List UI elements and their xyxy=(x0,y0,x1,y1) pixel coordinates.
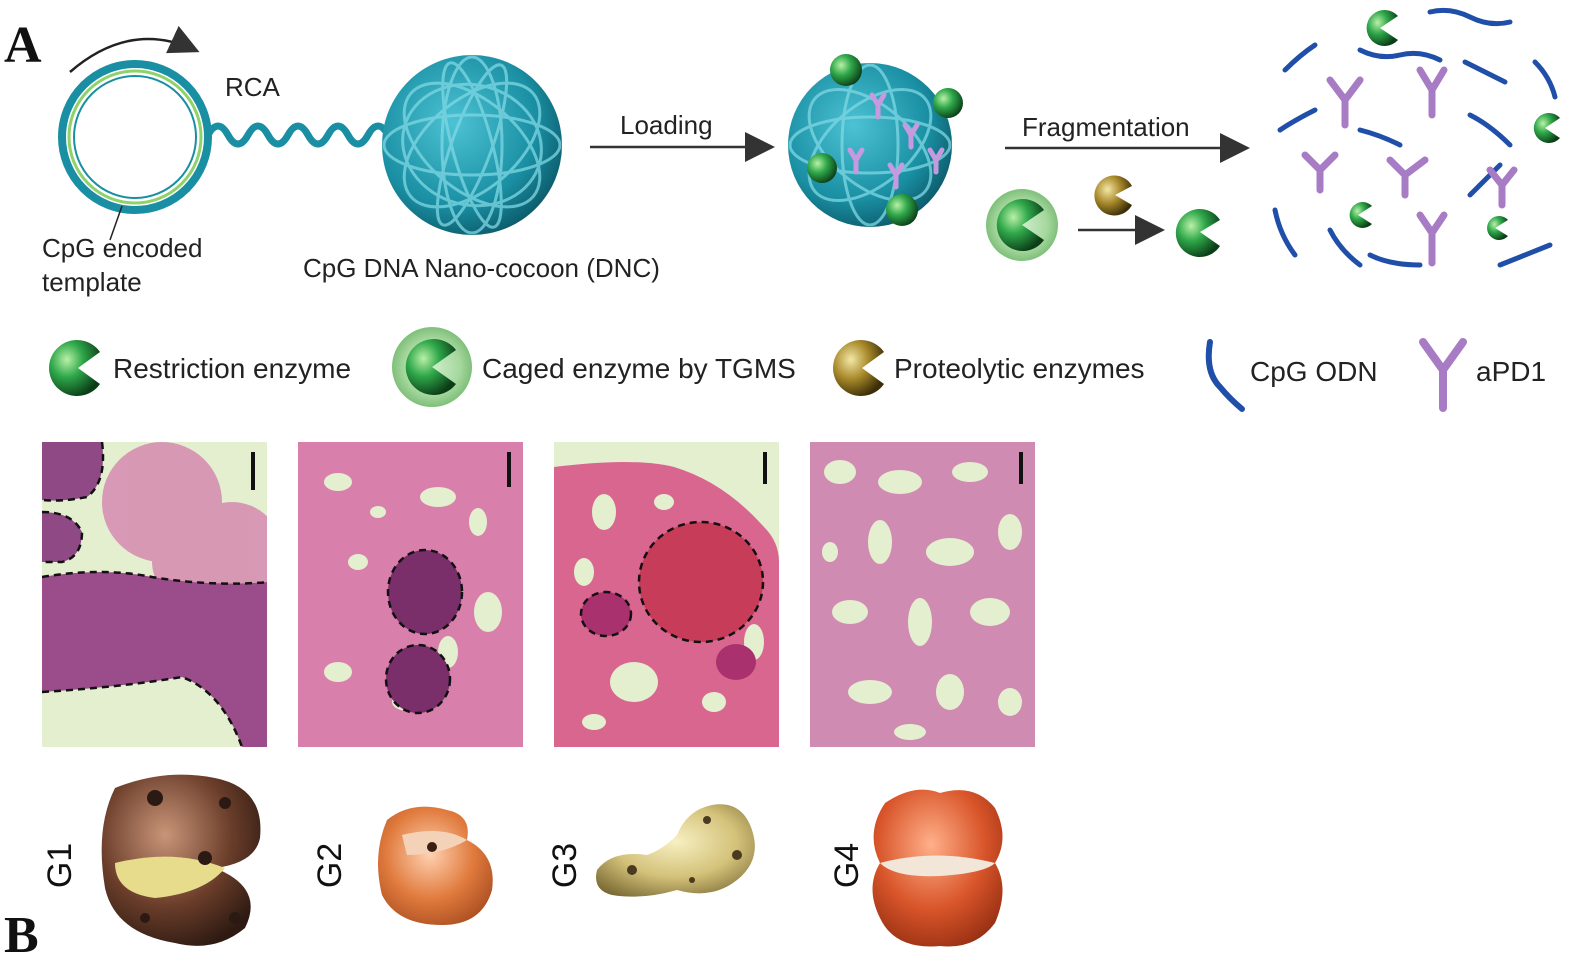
legend-proteolytic-enzymes: Proteolytic enzymes xyxy=(894,353,1145,384)
group-label-g2: G2 xyxy=(311,842,350,889)
lung-photo-g2 xyxy=(378,806,493,925)
dnc-label: CpG DNA Nano-cocoon (DNC) xyxy=(303,253,660,283)
legend-cpg-odn: CpG ODN xyxy=(1250,356,1378,387)
histology-image-g4 xyxy=(810,442,1035,747)
legend-caged-enzyme: Caged enzyme by TGMS xyxy=(482,353,796,384)
panel-a-label: A xyxy=(4,17,42,74)
rca-label: RCA xyxy=(225,72,280,102)
lung-photo-g3 xyxy=(596,804,755,897)
group-label-g4: G4 xyxy=(828,842,867,889)
caged-enzyme-icon xyxy=(392,327,472,407)
schematic-diagram xyxy=(49,7,1560,412)
rca-strand-icon xyxy=(204,122,392,148)
proteolytic-enzyme-icon xyxy=(833,340,884,396)
apd1-antibody-icon xyxy=(1419,338,1467,412)
panel-b-label: B xyxy=(4,907,39,964)
histology-image-g3 xyxy=(554,442,779,747)
legend-restriction-enzyme: Restriction enzyme xyxy=(113,353,352,384)
released-products-cluster xyxy=(1272,7,1560,268)
loading-label: Loading xyxy=(620,110,713,140)
lung-photo-g1 xyxy=(101,774,261,946)
group-label-g1: G1 xyxy=(41,842,80,889)
lung-photo-g4 xyxy=(872,789,1003,947)
caged-enzyme-reaction xyxy=(986,175,1220,261)
cpg-template-circle-icon xyxy=(58,60,212,214)
rotation-arrow-icon xyxy=(69,25,200,73)
restriction-enzyme-icon xyxy=(49,340,100,396)
fragmentation-label: Fragmentation xyxy=(1022,112,1190,142)
cpg-odn-icon xyxy=(1205,339,1245,412)
loaded-nanococoon-icon xyxy=(788,54,963,227)
dna-nanococoon-icon xyxy=(382,55,562,235)
histology-image-g1 xyxy=(42,442,267,747)
template-label-line1: CpG encoded xyxy=(42,233,203,263)
group-label-g3: G3 xyxy=(546,842,585,889)
template-label-line2: template xyxy=(42,267,142,297)
histology-image-g2 xyxy=(298,442,523,747)
legend-apd1: aPD1 xyxy=(1476,356,1547,387)
